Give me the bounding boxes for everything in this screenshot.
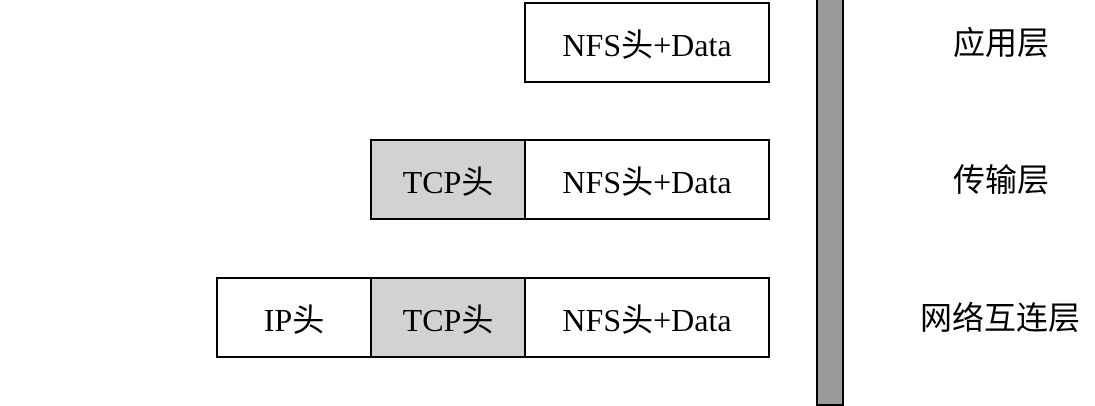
nfs-data-segment-application: NFS头+Data bbox=[524, 2, 770, 83]
tcp-header-segment-transport: TCP头 bbox=[370, 139, 526, 220]
layer-label-application: 应用层 bbox=[953, 24, 1050, 62]
tcp-header-segment-internet: TCP头 bbox=[370, 277, 526, 358]
protocol-stack-bar bbox=[816, 0, 844, 406]
ip-header-segment-internet: IP头 bbox=[216, 277, 372, 358]
nfs-data-segment-internet: NFS头+Data bbox=[524, 277, 770, 358]
layer-label-internet: 网络互连层 bbox=[920, 299, 1081, 337]
layer-label-transport: 传输层 bbox=[953, 161, 1050, 199]
nfs-data-segment-transport: NFS头+Data bbox=[524, 139, 770, 220]
